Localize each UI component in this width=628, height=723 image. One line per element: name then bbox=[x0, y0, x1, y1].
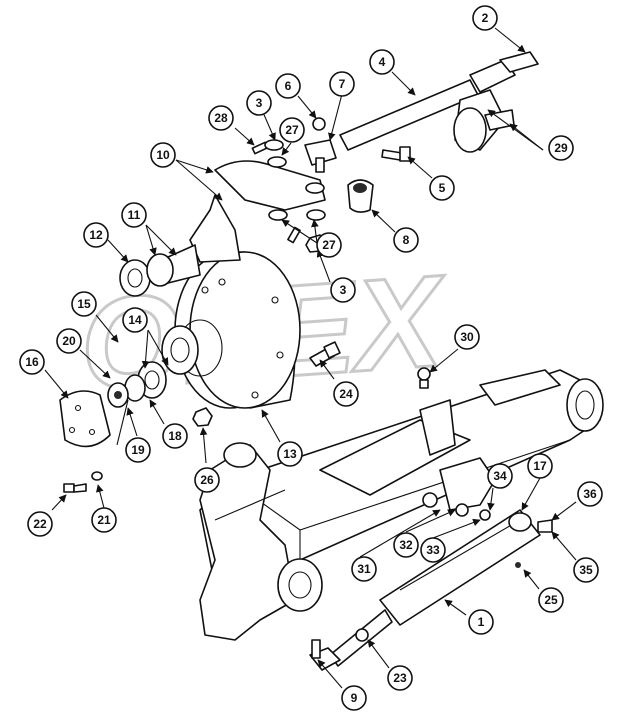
callout-20: 20 bbox=[56, 328, 82, 354]
svg-text:36: 36 bbox=[583, 487, 597, 501]
callout-27: 27 bbox=[279, 117, 305, 143]
svg-text:27: 27 bbox=[322, 238, 336, 252]
svg-text:28: 28 bbox=[214, 111, 228, 125]
callout-7: 7 bbox=[329, 71, 355, 97]
svg-text:5: 5 bbox=[439, 181, 446, 195]
callout-15: 15 bbox=[71, 291, 97, 317]
callout-19: 19 bbox=[125, 437, 151, 463]
svg-text:23: 23 bbox=[393, 671, 407, 685]
callout-28: 28 bbox=[208, 105, 234, 131]
svg-text:6: 6 bbox=[285, 79, 292, 93]
svg-text:20: 20 bbox=[62, 334, 76, 348]
svg-text:17: 17 bbox=[533, 459, 547, 473]
svg-text:25: 25 bbox=[544, 593, 558, 607]
wheel-hub bbox=[161, 251, 301, 409]
svg-text:1: 1 bbox=[478, 615, 485, 629]
callout-24: 24 bbox=[333, 381, 359, 407]
callout-13: 13 bbox=[277, 441, 303, 467]
svg-text:4: 4 bbox=[379, 55, 386, 69]
callout-21: 21 bbox=[91, 507, 117, 533]
svg-text:3: 3 bbox=[340, 283, 347, 297]
callout-27: 27 bbox=[316, 232, 342, 258]
wheel-stud bbox=[309, 341, 341, 367]
leader-lines bbox=[44, 27, 577, 689]
cap-bolt bbox=[63, 471, 103, 493]
callout-16: 16 bbox=[19, 349, 45, 375]
callout-1: 1 bbox=[468, 609, 494, 635]
callout-32: 32 bbox=[393, 532, 419, 558]
callout-26: 26 bbox=[194, 467, 220, 493]
svg-text:14: 14 bbox=[128, 313, 142, 327]
svg-text:8: 8 bbox=[403, 233, 410, 247]
callout-25: 25 bbox=[538, 587, 564, 613]
callout-9: 9 bbox=[341, 685, 367, 711]
svg-text:15: 15 bbox=[77, 297, 91, 311]
svg-text:34: 34 bbox=[493, 469, 507, 483]
callout-23: 23 bbox=[387, 665, 413, 691]
steering-cylinder bbox=[309, 509, 541, 671]
svg-text:13: 13 bbox=[283, 447, 297, 461]
svg-text:32: 32 bbox=[399, 538, 413, 552]
callout-31: 31 bbox=[351, 556, 377, 582]
axle-beam bbox=[199, 369, 604, 641]
svg-text:18: 18 bbox=[168, 429, 182, 443]
svg-text:11: 11 bbox=[128, 208, 141, 222]
svg-text:3: 3 bbox=[256, 96, 263, 110]
callout-10: 10 bbox=[150, 142, 176, 168]
grease-nipple bbox=[417, 367, 431, 389]
callout-33: 33 bbox=[420, 537, 446, 563]
svg-text:16: 16 bbox=[25, 355, 39, 369]
callout-14: 14 bbox=[122, 307, 148, 333]
svg-text:24: 24 bbox=[339, 387, 353, 401]
callout-36: 36 bbox=[577, 481, 603, 507]
svg-text:26: 26 bbox=[200, 473, 214, 487]
callout-3: 3 bbox=[330, 277, 356, 303]
svg-text:19: 19 bbox=[131, 443, 145, 457]
callout-8: 8 bbox=[393, 227, 419, 253]
callout-35: 35 bbox=[573, 557, 599, 583]
callout-18: 18 bbox=[162, 423, 188, 449]
svg-text:30: 30 bbox=[460, 330, 474, 344]
svg-text:21: 21 bbox=[97, 513, 111, 527]
cylinder-fittings bbox=[455, 503, 553, 568]
bolt-and-bushing bbox=[347, 146, 411, 213]
svg-text:2: 2 bbox=[482, 11, 489, 25]
svg-text:31: 31 bbox=[357, 562, 371, 576]
steering-arm bbox=[119, 160, 326, 297]
svg-text:9: 9 bbox=[351, 691, 358, 705]
callout-29: 29 bbox=[548, 135, 574, 161]
hub-cap bbox=[59, 390, 111, 448]
svg-text:7: 7 bbox=[339, 77, 346, 91]
callout-6: 6 bbox=[275, 73, 301, 99]
svg-text:29: 29 bbox=[554, 141, 568, 155]
svg-text:10: 10 bbox=[156, 148, 170, 162]
callout-30: 30 bbox=[454, 324, 480, 350]
callout-4: 4 bbox=[369, 49, 395, 75]
svg-text:33: 33 bbox=[426, 543, 440, 557]
callout-17: 17 bbox=[527, 453, 553, 479]
callout-12: 12 bbox=[83, 222, 109, 248]
callout-3: 3 bbox=[246, 90, 272, 116]
drag-link bbox=[339, 51, 539, 153]
svg-text:35: 35 bbox=[579, 563, 593, 577]
callout-2: 2 bbox=[472, 5, 498, 31]
svg-text:27: 27 bbox=[285, 123, 299, 137]
svg-text:12: 12 bbox=[89, 228, 103, 242]
wheel-nut bbox=[192, 407, 213, 427]
hub-bearings bbox=[107, 361, 167, 408]
callout-34: 34 bbox=[487, 463, 513, 489]
callout-11: 11 bbox=[121, 202, 147, 228]
callout-5: 5 bbox=[429, 175, 455, 201]
callout-22: 22 bbox=[27, 511, 53, 537]
svg-text:22: 22 bbox=[33, 517, 47, 531]
